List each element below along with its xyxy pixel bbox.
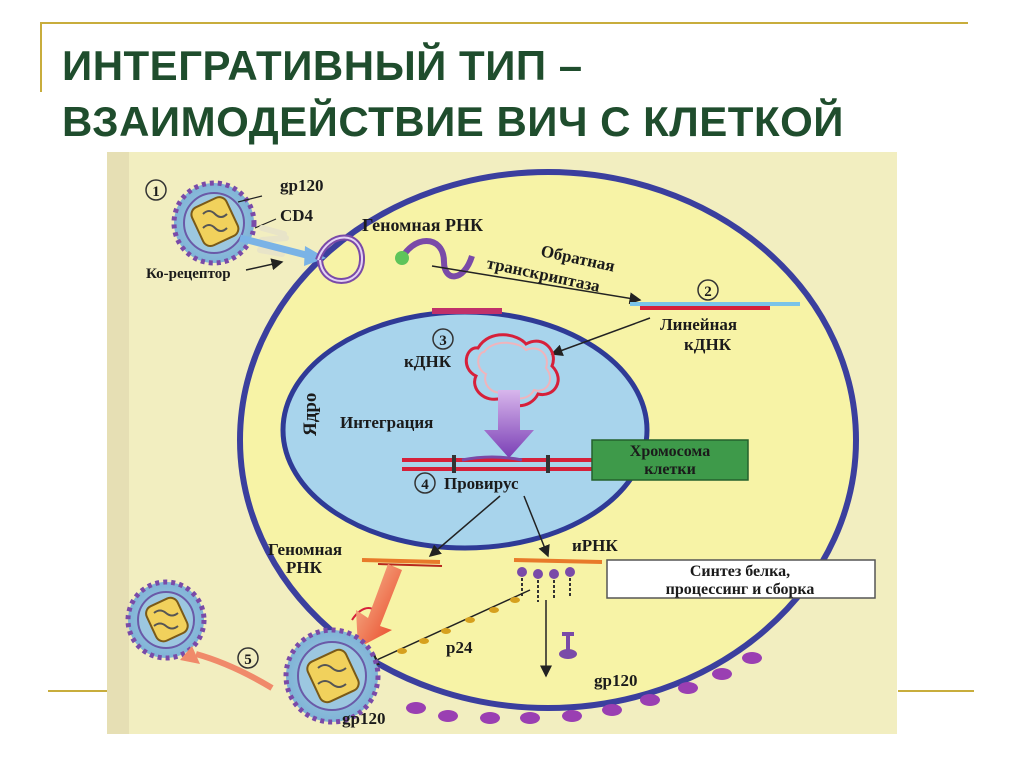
host-chromosome-strand-b [402,467,592,471]
bottom-right-rule [898,690,974,692]
step-5-marker [237,647,259,669]
protein-synthesis-label-1: Синтез белка, [690,563,790,580]
cd4-label: CD4 [280,206,314,225]
cdna-import-arrow [550,317,651,357]
linear-cdna-strand-a [630,302,800,306]
gp120-top-label: gp120 [280,176,323,195]
entry-arrow [239,234,311,260]
released-virus [125,579,207,661]
release-arrow-head [180,646,200,664]
nucleus-label: Ядро [300,393,321,436]
slide-title: ИНТЕГРАТИВНЫЙ ТИП – ВЗАИМОДЕЙСТВИЕ ВИЧ С… [62,38,982,150]
host-chromosome-box [591,439,749,481]
circular-cdna [464,333,560,408]
linear-cdna-strand-b [640,306,770,310]
circular-cdna-inner [477,341,552,400]
integration-arrow [484,390,534,458]
step-4-label: 4 [421,477,429,493]
coreceptor-pointer [245,258,284,271]
genomic-rna-strand-1-highlight [317,236,364,282]
integrated-provirus [461,455,523,462]
genomic-rna-bottom-strand [361,558,441,564]
transcription-arrow-mrna [523,495,550,558]
step-4-marker [414,472,436,494]
gp120-right-label: gp120 [594,671,637,690]
slide-title-line-1: ИНТЕГРАТИВНЫЙ ТИП – [62,42,583,89]
membrane-gp120-spikes [406,652,762,724]
step-1-marker [145,179,167,201]
reverse-transcriptase-enzyme [395,251,409,265]
step-3-marker [432,328,454,350]
coreceptor-label: Ко-рецептор [146,266,231,282]
gp120-pointer [237,195,263,203]
step-5-label: 5 [244,652,252,668]
diagram-page-edge [107,152,129,734]
genomic-rna-bottom-label-2: РНК [286,558,323,577]
step-2-label: 2 [704,284,712,300]
reverse-transcription-arrow [431,265,642,305]
host-chromosome-strand-a [402,458,592,462]
cell-nucleus [280,309,650,551]
cd4-pointer [254,218,277,229]
step-1-label: 1 [152,184,160,200]
slide-title-line-2: ВЗАИМОДЕЙСТВИЕ ВИЧ С КЛЕТКОЙ [62,98,844,145]
step-2-marker [697,279,719,301]
linear-cdna-label-1: Линейная [660,315,737,334]
cd4-receptors [257,225,289,257]
linear-cdna-label-2: кДНК [684,335,732,354]
provirus-boundary-right [546,455,550,473]
genomic-rna-bottom-label-1: Геномная [268,540,342,559]
assembly-arrow [356,564,402,648]
title-left-rule [40,22,42,92]
protein-synthesis-label-2: процессинг и сборка [666,581,815,598]
protein-synthesis-box [606,559,876,599]
ribosomes [517,567,575,602]
bottom-left-rule [48,690,108,692]
virus-entering [171,180,257,266]
mrna-strand [513,558,603,564]
provirus-boundary-left [452,455,456,473]
nuclear-pore [432,308,502,314]
release-arrow [195,651,274,691]
cdna-label: кДНК [404,352,452,371]
entry-arrow-head [304,246,326,266]
genomic-rna-strand-2 [397,238,475,280]
p24-particles [397,597,520,654]
gp120-bottom-label: gp120 [342,709,385,728]
budding-virus [283,627,381,725]
gp120-intracellular [559,632,577,659]
mrna-label: иРНК [572,536,618,555]
step-3-label: 3 [439,333,447,349]
host-chromosome-label-2: клетки [644,461,696,478]
p24-label: p24 [446,638,473,657]
provirus-label: Провирус [444,474,519,493]
host-chromosome-label-1: Хромосома [630,443,710,460]
genomic-rna-top-label: Геномная РНК [362,215,483,235]
p24-transport-arrow [366,589,531,666]
integration-label: Интеграция [340,413,433,432]
title-top-rule [40,22,968,24]
transcription-arrow-genomic [428,495,501,557]
